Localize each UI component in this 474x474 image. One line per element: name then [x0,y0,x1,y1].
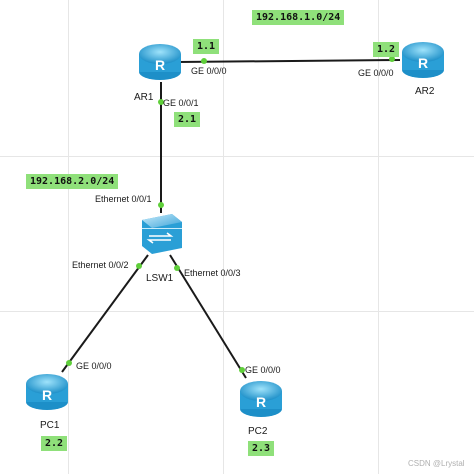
port-label-pc2-ge000: GE 0/0/0 [245,365,281,375]
address-pc2: 2.3 [248,441,275,456]
port-label-lsw1-e001: Ethernet 0/0/1 [95,194,152,204]
svg-text:R: R [155,57,165,73]
port-dot [158,202,164,208]
address-ar1-down: 2.1 [174,112,201,127]
link-ar1-ar2[interactable] [177,59,401,63]
port-label-ar2-ge000: GE 0/0/0 [358,68,394,78]
router-icon-ar2[interactable]: R [402,42,444,78]
network-label-left: 192.168.2.0/24 [26,174,119,189]
port-label-ar1-ge001: GE 0/0/1 [163,98,199,108]
svg-text:R: R [42,387,52,403]
port-label-lsw1-e002: Ethernet 0/0/2 [72,260,129,270]
link-lsw1-pc1[interactable] [61,254,149,373]
grid-line [68,0,69,474]
port-dot [136,263,142,269]
svg-text:R: R [418,55,428,71]
port-dot [158,99,164,105]
port-label-ar1-ge000: GE 0/0/0 [191,66,227,76]
port-dot [239,367,245,373]
address-pc1: 2.2 [41,436,68,451]
address-ar2-top: 1.2 [373,42,400,57]
switch-icon-lsw1[interactable] [142,214,182,254]
port-label-lsw1-e003: Ethernet 0/0/3 [184,268,241,278]
svg-text:R: R [256,394,266,410]
grid-line [223,0,224,474]
watermark: CSDN @Lrystal [408,459,465,468]
grid-line [0,311,474,312]
port-dot [389,56,395,62]
router-icon-pc2[interactable]: R [240,381,282,417]
grid-line [378,0,379,474]
port-dot [66,360,72,366]
router-icon-ar1[interactable]: R [139,44,181,80]
address-ar1-top: 1.1 [193,39,220,54]
device-label-pc1: PC1 [40,420,60,431]
device-label-ar1: AR1 [134,92,154,103]
port-dot [201,58,207,64]
network-label-top: 192.168.1.0/24 [252,10,345,25]
router-icon-pc1[interactable]: R [26,374,68,410]
port-label-pc1-ge000: GE 0/0/0 [76,361,112,371]
port-dot [174,265,180,271]
device-label-ar2: AR2 [415,86,435,97]
link-lsw1-pc2[interactable] [169,254,247,379]
device-label-pc2: PC2 [248,426,268,437]
grid-line [0,156,474,157]
device-label-lsw1: LSW1 [146,273,174,284]
